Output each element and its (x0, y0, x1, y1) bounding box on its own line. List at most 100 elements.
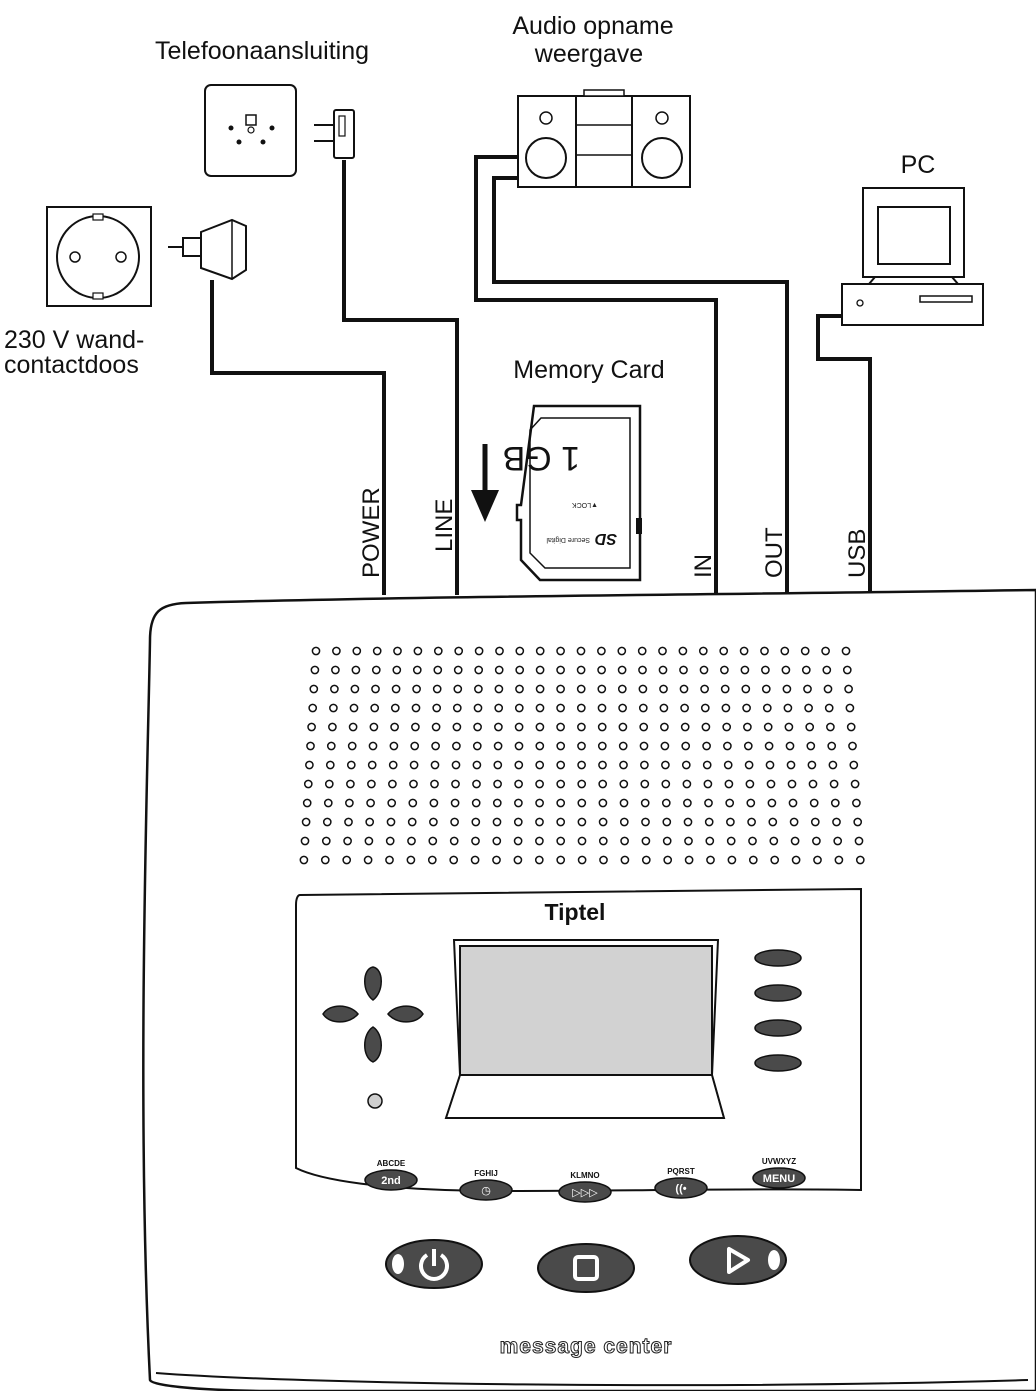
grille-hole (471, 817, 481, 827)
grille-hole (743, 722, 752, 732)
function-key-letters: FGHIJ (474, 1169, 498, 1178)
grille-hole (494, 722, 503, 732)
grille-hole (683, 798, 692, 808)
grille-hole (454, 646, 464, 656)
grille-hole (408, 798, 418, 808)
grille-hole (597, 665, 606, 675)
grille-hole (326, 741, 336, 751)
nav-left-button[interactable] (322, 1005, 359, 1023)
grille-hole (765, 760, 775, 770)
grille-hole (597, 741, 607, 751)
grille-hole (556, 646, 565, 656)
grille-hole (762, 703, 772, 713)
grille-hole (659, 684, 668, 694)
grille-hole (410, 741, 420, 751)
grille-hole (473, 722, 482, 732)
port-label-in: IN (690, 554, 717, 578)
display-side-button-1[interactable] (754, 949, 802, 967)
display-side-button-2[interactable] (754, 984, 802, 1002)
nav-down-button[interactable] (364, 1026, 382, 1063)
grille-hole (830, 798, 840, 808)
grille-hole (787, 779, 797, 789)
grille-hole (618, 722, 628, 732)
grille-hole (748, 855, 758, 865)
grille-hole (641, 817, 650, 827)
grille-hole (301, 817, 311, 827)
grille-hole (345, 798, 354, 808)
grille-hole (535, 798, 544, 808)
grille-hole (535, 779, 544, 789)
port-label-usb: USB (844, 529, 871, 578)
grille-hole (350, 684, 360, 694)
grille-hole (761, 665, 770, 675)
grille-hole (698, 646, 708, 656)
grille-hole (661, 760, 670, 770)
grille-hole (302, 798, 312, 808)
grille-hole (390, 722, 399, 732)
status-led (367, 1093, 383, 1109)
grille-hole (618, 741, 628, 751)
display-side-button-4[interactable] (754, 1054, 802, 1072)
grille-hole (640, 798, 650, 808)
grille-hole (371, 665, 381, 675)
pc (841, 187, 984, 326)
function-key-4[interactable]: PQRST((• (654, 1167, 708, 1199)
grille-hole (852, 798, 861, 808)
grille-hole (342, 855, 352, 865)
grille-hole (330, 684, 339, 694)
grille-hole (662, 817, 672, 827)
grille-hole (679, 665, 688, 675)
grille-hole (495, 646, 504, 656)
function-key-3[interactable]: KLMNO▷▷▷ (558, 1171, 612, 1203)
power-button[interactable] (385, 1239, 483, 1289)
grille-hole (746, 798, 756, 808)
grille-hole (299, 855, 309, 865)
grille-hole (407, 836, 416, 846)
grille-hole (761, 684, 771, 694)
grille-hole (428, 836, 438, 846)
grille-hole (704, 817, 714, 827)
function-key-letters: ABCDE (377, 1159, 406, 1168)
grille-hole (412, 684, 421, 694)
grille-hole (494, 684, 504, 694)
audio-out-cable (492, 176, 789, 595)
grille-hole (703, 779, 713, 789)
nav-up-button[interactable] (364, 966, 382, 1001)
audio-label-line2: weergave (534, 40, 643, 68)
grille-hole (346, 760, 356, 770)
grille-hole (726, 817, 735, 827)
grille-hole (617, 646, 627, 656)
grille-hole (450, 798, 460, 808)
grille-hole (556, 817, 566, 827)
grille-hole (679, 684, 689, 694)
grille-hole (514, 722, 524, 732)
grille-hole (620, 836, 629, 846)
grille-hole (850, 779, 860, 789)
nav-right-button[interactable] (387, 1005, 424, 1023)
grille-hole (769, 836, 779, 846)
grille-hole (597, 684, 607, 694)
grille-hole (321, 836, 331, 846)
display-side-button-3[interactable] (754, 1019, 802, 1037)
stop-button[interactable] (537, 1243, 635, 1293)
play-button[interactable] (689, 1235, 787, 1285)
grille-hole (681, 741, 691, 751)
grille-hole (640, 779, 650, 789)
grille-hole (661, 798, 671, 808)
grille-hole (822, 665, 832, 675)
stop-icon (573, 1255, 599, 1281)
grille-hole (389, 741, 399, 751)
grille-hole (431, 722, 441, 732)
grille-hole (472, 760, 482, 770)
grille-hole (829, 779, 839, 789)
grille-hole (514, 779, 523, 789)
grille-hole (724, 779, 734, 789)
grille-hole (493, 779, 502, 789)
function-key-2[interactable]: FGHIJ◷ (459, 1169, 513, 1201)
grille-hole (780, 646, 790, 656)
grille-hole (368, 741, 378, 751)
grille-hole (387, 798, 397, 808)
pc-label: PC (901, 151, 936, 179)
